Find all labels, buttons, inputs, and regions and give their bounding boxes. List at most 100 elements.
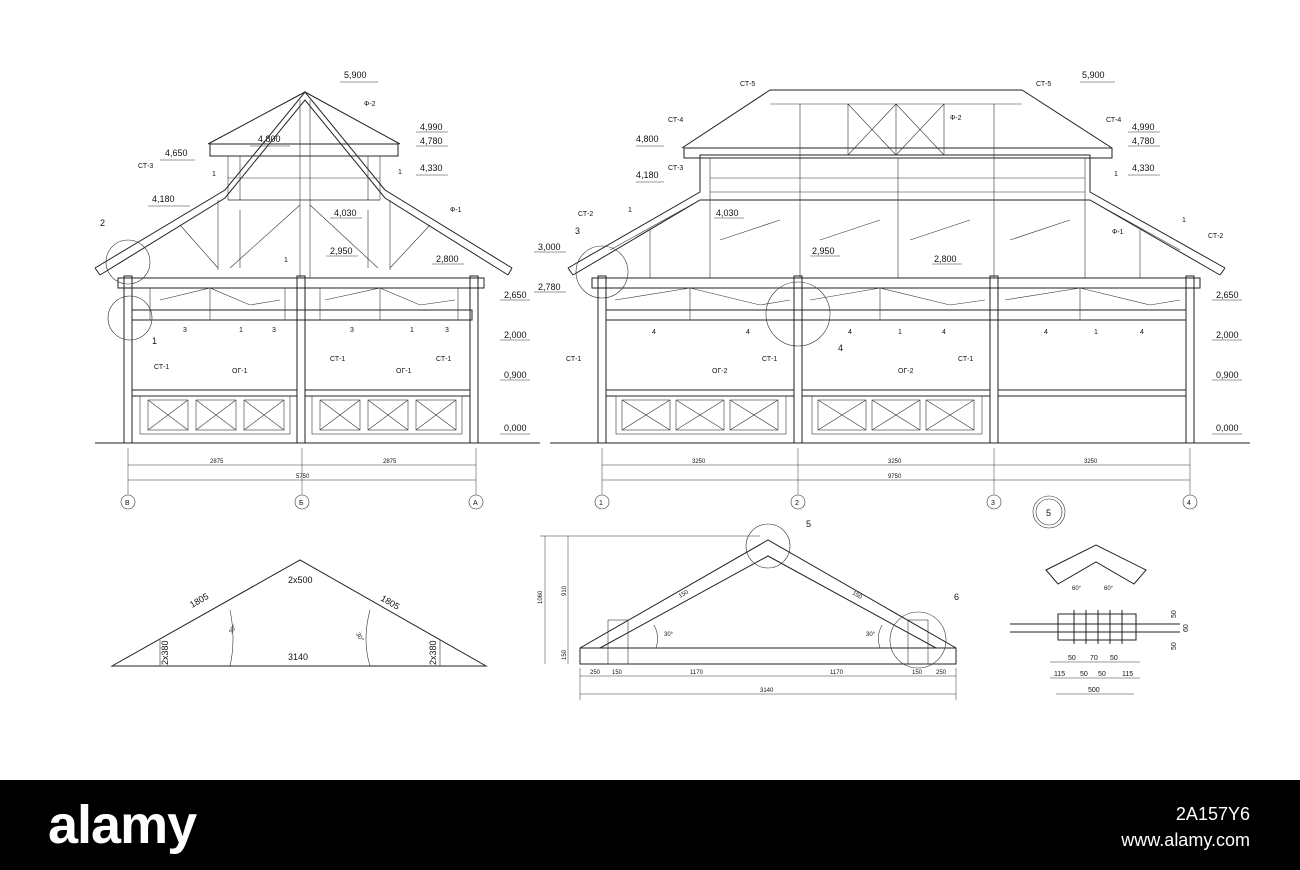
node-angle-left: 60° [1072,586,1082,592]
left-elevation: 5,900 4,800 4,650 4,180 4,990 4,780 4,33… [94,70,566,510]
left-level-4330: 4,330 [420,163,443,173]
left-level-5900: 5,900 [344,70,367,80]
left-tag-og1-a: ОГ-1 [232,368,248,375]
left-level-2950: 2,950 [330,246,353,256]
scheme-top: 2x500 [288,575,313,585]
right-callout-3: 3 [575,226,580,236]
left-axis-b: Б [299,500,304,507]
right-level-4330: 4,330 [1132,163,1155,173]
right-axis-1: 1 [599,500,603,507]
right-tag-og2-b: ОГ-2 [898,368,914,375]
left-callout-1f: 1 [410,327,414,334]
left-tag-og1-b: ОГ-1 [396,368,412,375]
left-span-total: 5750 [296,474,310,480]
right-callout-1b: 1 [1182,217,1186,224]
left-level-4180: 4,180 [152,194,175,204]
site-url: www.alamy.com [1121,830,1250,850]
scheme-span: 3140 [288,652,308,662]
detail-angle-right: 30° [866,632,876,638]
right-callout-4f: 4 [1140,329,1144,336]
scheme-left-slope: 1805 [188,591,210,610]
right-tag-st5-a: СТ-5 [740,81,755,88]
left-level-4030: 4,030 [334,208,357,218]
left-callout-1b: 1 [398,169,402,176]
left-callout-3a: 3 [183,327,187,334]
right-level-5900: 5,900 [1082,70,1105,80]
detail-dim-150a: 150 [612,670,623,676]
detail-callout-6: 6 [954,592,959,602]
right-callout-4e: 4 [1044,329,1048,336]
detail-height-150: 150 [562,649,568,660]
left-callout-1d: 1 [152,336,157,346]
right-tag-st1-a: СТ-1 [566,356,581,363]
left-tag-st1-a: СТ-1 [154,364,169,371]
left-level-0900: 0,900 [504,370,527,380]
truss-detail: 5 6 1060 910 150 250 150 1170 1170 150 2… [538,519,959,700]
left-level-2000: 2,000 [504,330,527,340]
right-tag-og2-a: ОГ-2 [712,368,728,375]
node-side-3: 50 [1171,642,1178,650]
detail-height-1060: 1060 [538,590,544,604]
node-dim-top-2: 70 [1090,655,1098,662]
left-tag-st1-b: СТ-1 [330,356,345,363]
node-dim-bot-2: 50 [1080,671,1088,678]
right-axis-4: 4 [1187,500,1191,507]
left-callout-3d: 3 [445,327,449,334]
left-level-3000: 3,000 [538,242,561,252]
left-span-2: 2875 [383,459,397,465]
scheme-angle-right: 30° [354,632,364,643]
right-callout-4b: 4 [746,329,750,336]
right-axis-2: 2 [795,500,799,507]
right-elevation: 5,900 4,800 4,180 4,990 4,780 4,330 4,03… [550,70,1250,510]
right-tag-f2: Ф-2 [950,115,962,122]
detail-total: 3140 [760,688,774,694]
right-axis-3: 3 [991,500,995,507]
right-callout-4d: 4 [942,329,946,336]
left-callout-1e: 1 [239,327,243,334]
detail-dim-1170a: 1170 [690,670,704,676]
right-level-0000: 0,000 [1216,423,1239,433]
left-tag-st1-c: СТ-1 [436,356,451,363]
left-callout-3b: 3 [272,327,276,334]
right-level-2000: 2,000 [1216,330,1239,340]
detail-dim-1170b: 1170 [830,670,844,676]
right-callout-1d: 1 [898,329,902,336]
right-tag-st2-b: СТ-2 [1208,233,1223,240]
node-dim-bot-1: 115 [1054,671,1065,678]
truss-scheme: 2x500 1805 1805 3140 2x380 2x380 30° 30° [110,559,488,667]
right-callout-1c: 1 [1114,171,1118,178]
left-span-1: 2875 [210,459,224,465]
right-level-4780: 4,780 [1132,136,1155,146]
right-callout-1a: 1 [628,207,632,214]
right-tag-st5-b: СТ-5 [1036,81,1051,88]
right-span-1: 3250 [692,459,706,465]
right-level-4800: 4,800 [636,134,659,144]
detail-angle-left: 30° [664,632,674,638]
right-tag-st4-b: СТ-4 [1106,117,1121,124]
node-total: 500 [1088,687,1100,694]
left-tag-f2: Ф-2 [364,101,376,108]
right-level-0900: 0,900 [1216,370,1239,380]
right-tag-f1: Ф-1 [1112,229,1124,236]
right-span-total: 9750 [888,474,902,480]
right-level-4990: 4,990 [1132,122,1155,132]
left-callout-1a: 1 [212,171,216,178]
drawing-canvas: 5,900 4,800 4,650 4,180 4,990 4,780 4,33… [94,70,1250,700]
right-callout-4a: 4 [652,329,656,336]
right-level-4180: 4,180 [636,170,659,180]
right-level-2950: 2,950 [812,246,835,256]
detail-rafter-left: 150 [678,589,690,600]
left-level-4800: 4,800 [258,134,281,144]
node-angle-right: 60° [1104,586,1114,592]
right-tag-st1-c: СТ-1 [958,356,973,363]
architectural-drawing: 5,900 4,800 4,650 4,180 4,990 4,780 4,33… [94,70,1250,700]
left-axis-a: А [473,500,478,507]
detail-height-910: 910 [562,585,568,596]
right-level-4030: 4,030 [716,208,739,218]
detail-callout-5: 5 [806,519,811,529]
node-label: 5 [1046,508,1051,518]
right-span-3: 3250 [1084,459,1098,465]
detail-dim-150b: 150 [912,670,923,676]
left-level-4650: 4,650 [165,148,188,158]
left-level-0000: 0,000 [504,423,527,433]
